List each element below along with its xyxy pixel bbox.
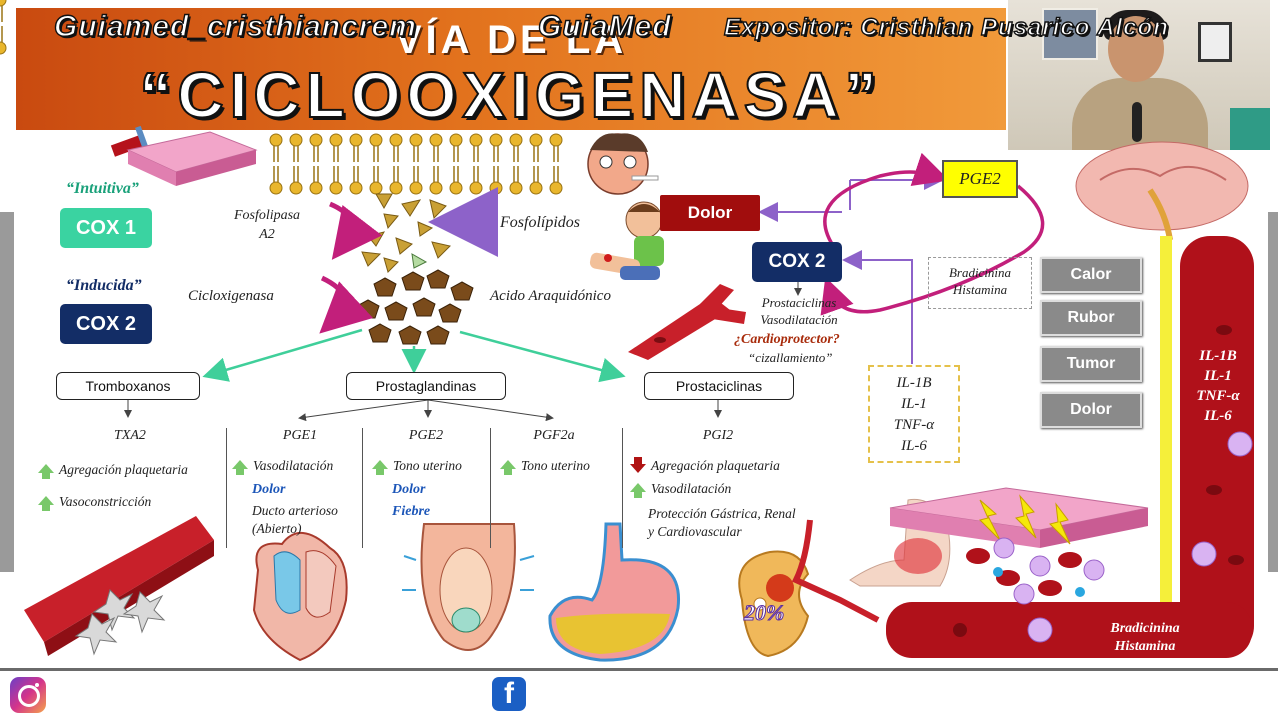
bradicinina-box: Bradicinina Histamina	[928, 257, 1032, 309]
pge1-dolor: Dolor	[252, 482, 286, 497]
column-divider	[622, 428, 623, 548]
pge2-box: PGE2	[942, 160, 1018, 198]
txa2-effect-1: Agregación plaquetaria	[38, 462, 188, 479]
pgi2-proteccion: Protección Gástrica, Renal y Cardiovascu…	[648, 506, 796, 539]
dolor-box: Dolor	[660, 195, 760, 231]
crying-child-icon	[589, 201, 664, 280]
up-arrow-icon	[38, 464, 54, 479]
column-divider	[362, 428, 363, 548]
sign-calor: Calor	[1040, 257, 1142, 293]
acido-araquidonico-label: Acido Araquidónico	[490, 288, 611, 304]
fosfolipidos-label: Fosfolípidos	[500, 214, 581, 231]
blood-vessel-icon	[628, 284, 746, 360]
arachidonic-pentagons	[356, 269, 474, 345]
interleukins-box: IL-1B IL-1 TNF-α IL-6	[868, 365, 960, 463]
down-arrow-icon	[630, 457, 646, 473]
up-arrow-icon	[500, 460, 516, 475]
cox1-box: COX 1	[60, 208, 152, 248]
tromboxanos-box: Tromboxanos	[56, 372, 200, 400]
footer-bar	[0, 668, 1278, 720]
sign-rubor: Rubor	[1040, 300, 1142, 336]
column-divider	[490, 428, 491, 548]
vessel-interleukins: IL-1B IL-1 TNF-α IL-6	[1196, 348, 1240, 424]
pge2-dolor: Dolor	[392, 482, 426, 497]
platelets-icon	[24, 516, 214, 656]
up-arrow-icon	[372, 460, 388, 475]
pge2-effect-1: Tono uterino	[372, 458, 462, 475]
brain-icon	[1075, 141, 1249, 241]
pgf2a-label: PGF2a	[533, 428, 575, 443]
vessel-bradicinina: Bradicinina Histamina	[1110, 621, 1180, 654]
instagram-icon[interactable]	[10, 677, 46, 713]
prostaglandinas-box: Prostaglandinas	[346, 372, 506, 400]
facebook-handle[interactable]: GuiaMed	[537, 9, 672, 43]
stomach-icon	[548, 522, 681, 662]
inflamed-tissue-icon	[889, 487, 1149, 605]
up-arrow-icon	[630, 483, 646, 498]
arrow-to-tromboxanos	[202, 328, 363, 382]
pge1-ducto: Ducto arterioso (Abierto)	[252, 503, 338, 536]
up-arrow-icon	[38, 496, 54, 511]
pge1-label: PGE1	[282, 428, 318, 443]
pge2-fiebre: Fiebre	[392, 504, 431, 519]
cardioprotector-label: ¿Cardioprotector?	[734, 332, 840, 347]
cicloxigenasa-label: Cicloxigenasa	[188, 288, 274, 304]
expositor-credit: Expositor: Cristhian Pusarico Alcón	[723, 13, 1169, 41]
cizallamiento-label: “cizallamiento”	[748, 350, 833, 365]
left-edge-bar	[0, 212, 14, 572]
facebook-icon[interactable]: f	[492, 677, 526, 711]
column-divider	[226, 428, 227, 548]
cell-membrane-icon	[126, 131, 258, 186]
kidney-percent: 20%	[743, 600, 785, 626]
phospholipid-bilayer-icon	[0, 0, 563, 195]
arrow-to-prostaciclinas	[459, 330, 626, 383]
cox2-box: COX 2	[60, 304, 152, 344]
diagram-artwork	[0, 0, 1254, 662]
pgi2-label: PGI2	[702, 428, 734, 443]
title-banner: VÍA DE LA “CICLOOXIGENASA”	[16, 8, 1006, 132]
cox2-inflammation-box: COX 2	[752, 242, 842, 282]
inducida-label: “Inducida”	[66, 277, 142, 294]
sign-tumor: Tumor	[1040, 346, 1142, 382]
heart-icon	[252, 532, 348, 662]
uterus-icon	[402, 523, 535, 651]
phospholipid-triangles	[361, 193, 451, 273]
pge1-effect-1: Vasodilatación	[232, 458, 333, 475]
cox2-effects: Prostaciclinas Vasodilatación	[760, 295, 838, 327]
txa2-label: TXA2	[114, 428, 146, 443]
pgi2-effect-2: Vasodilatación	[630, 481, 731, 498]
instagram-handle[interactable]: Guiamed_cristhiancrem	[53, 9, 417, 43]
title-line-2: “CICLOOXIGENASA”	[138, 58, 883, 132]
txa2-effect-2: Vasoconstricción	[38, 494, 151, 511]
blood-vessel-column	[886, 236, 1254, 658]
fosfolipasa-arrow	[328, 201, 383, 260]
pge2-label: PGE2	[408, 428, 444, 443]
fosfolipasa-label: Fosfolipasa A2	[233, 208, 301, 242]
sick-face-icon	[587, 133, 659, 195]
cicloxigenasa-arrow	[319, 275, 374, 334]
intuitiva-label: “Intuitiva”	[66, 180, 139, 197]
title-line-1: VÍA DE LA	[394, 18, 628, 62]
presenter-webcam	[1008, 0, 1270, 150]
right-edge-bar	[1268, 212, 1278, 572]
pgi2-effect-1: Agregación plaquetaria	[630, 457, 780, 474]
pgf2a-effect-1: Tono uterino	[500, 458, 590, 475]
kidney-icon	[738, 519, 880, 658]
prostaciclinas-box: Prostaciclinas	[644, 372, 794, 400]
up-arrow-icon	[232, 460, 248, 475]
sign-dolor: Dolor	[1040, 392, 1142, 428]
